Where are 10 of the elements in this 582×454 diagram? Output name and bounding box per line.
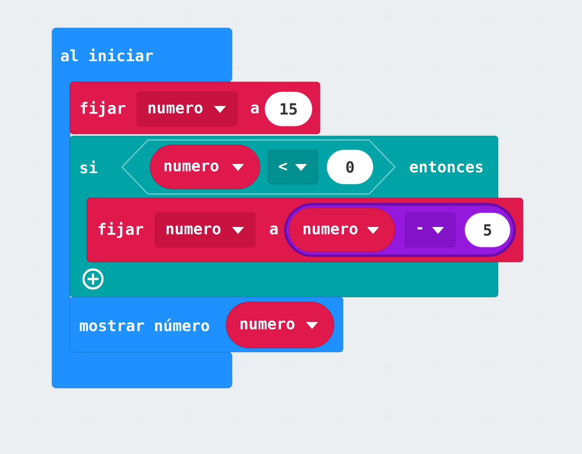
variable-pill: numero <box>150 144 260 190</box>
dropdown-field: - <box>404 212 456 248</box>
dropdown-field: numero <box>154 212 256 248</box>
number-field: 15 <box>264 92 312 126</box>
number-field: 0 <box>326 150 374 184</box>
dropdown-field: numero <box>136 92 238 126</box>
variable-pill: numero <box>226 302 334 348</box>
variable-pill: numero <box>288 208 396 252</box>
number-field: 5 <box>464 212 510 248</box>
dropdown-field: < <box>268 150 318 184</box>
